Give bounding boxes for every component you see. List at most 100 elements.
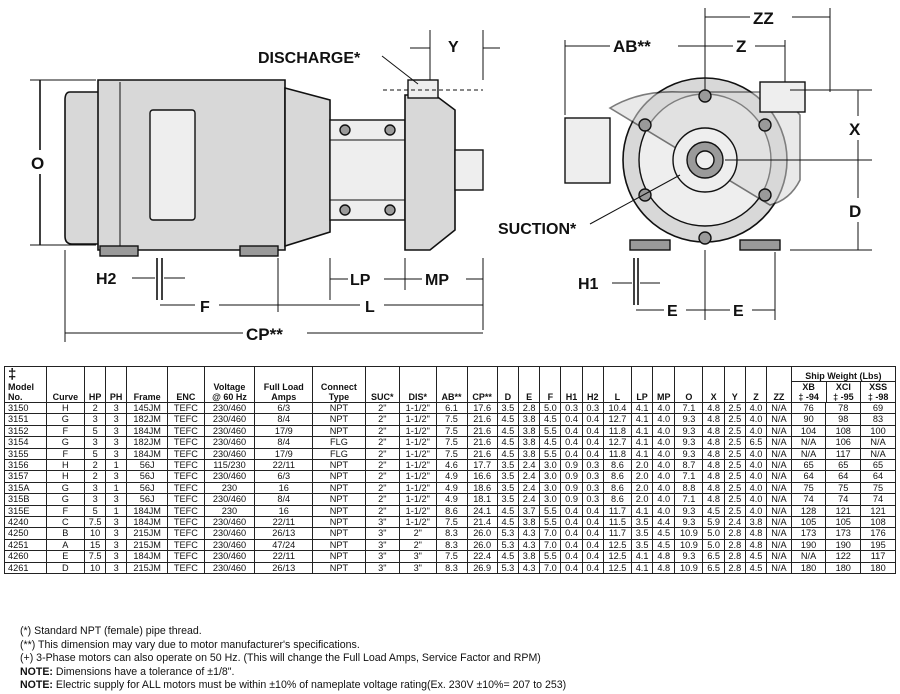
table-cell: NPT xyxy=(312,481,366,495)
table-cell: N/A xyxy=(790,550,827,563)
table-cell: 0.3 xyxy=(581,470,604,483)
table-cell: TEFC xyxy=(167,538,205,552)
table-cell: 12.5 xyxy=(602,538,632,552)
col-e: E xyxy=(517,366,541,403)
table-cell: 4.0 xyxy=(744,470,768,483)
table-cell: N/A xyxy=(860,447,896,461)
table-cell: A xyxy=(45,538,86,552)
col-h2: H2 xyxy=(581,366,604,403)
table-cell: 3.0 xyxy=(539,459,562,472)
table-cell: 0.4 xyxy=(581,561,604,575)
table-cell: 8.3 xyxy=(435,561,468,575)
table-cell: N/A xyxy=(766,424,792,438)
table-cell: 3" xyxy=(364,516,400,529)
table-cell: 4.5 xyxy=(496,447,520,461)
table-cell: 3.5 xyxy=(496,470,520,483)
table-cell: 9.3 xyxy=(674,550,704,563)
table-cell: 4.1 xyxy=(630,550,654,563)
table-cell: 6.5 xyxy=(702,550,725,563)
table-cell: 4.9 xyxy=(435,470,468,483)
table-cell: 3 xyxy=(105,413,128,426)
table-cell: 190 xyxy=(825,538,862,552)
table-cell: 2.8 xyxy=(517,401,541,415)
table-cell: 7.1 xyxy=(674,470,704,483)
dim-e-right-label: E xyxy=(733,303,744,320)
table-cell: 8.6 xyxy=(602,459,632,472)
table-cell: 2" xyxy=(364,504,400,518)
table-cell: 3.8 xyxy=(744,516,768,529)
table-cell: 0.9 xyxy=(560,470,583,483)
table-cell: G xyxy=(45,493,86,506)
table-cell: 0.4 xyxy=(581,413,604,426)
table-cell: 3 xyxy=(105,493,128,506)
table-cell: NPT xyxy=(312,561,366,575)
table-cell: 5.5 xyxy=(539,516,562,529)
table-cell: 47/24 xyxy=(254,538,314,552)
table-cell: 0.4 xyxy=(581,436,604,449)
table-cell: 2" xyxy=(364,493,400,506)
table-cell: 4.8 xyxy=(702,413,725,426)
table-cell: 230/460 xyxy=(203,436,256,449)
table-cell: 1-1/2" xyxy=(398,459,437,472)
table-cell: 12.7 xyxy=(602,413,632,426)
table-cell: 4.5 xyxy=(496,436,520,449)
table-cell: NPT xyxy=(312,527,366,540)
table-cell: 22.4 xyxy=(466,550,498,563)
table-cell: 184JM xyxy=(126,424,169,438)
col-cp: CP** xyxy=(466,366,498,403)
table-cell: 5.5 xyxy=(539,550,562,563)
table-cell: 4.1 xyxy=(630,413,654,426)
table-cell: 2.4 xyxy=(517,470,541,483)
table-cell: 8.3 xyxy=(435,538,468,552)
table-cell: 10.9 xyxy=(674,538,704,552)
table-cell: 108 xyxy=(825,424,862,438)
table-cell: 56J xyxy=(126,481,169,495)
table-cell: 230/460 xyxy=(203,550,256,563)
col-frame: Frame xyxy=(126,366,169,403)
col-enc: ENC xyxy=(167,366,205,403)
table-cell: 9.3 xyxy=(674,413,704,426)
table-cell: 3.5 xyxy=(496,481,520,495)
table-cell: 4.8 xyxy=(652,550,676,563)
table-cell: TEFC xyxy=(167,561,205,575)
table-cell: 1-1/2" xyxy=(398,481,437,495)
table-cell: 2" xyxy=(364,447,400,461)
table-cell: 2.5 xyxy=(723,447,746,461)
table-cell: 4.1 xyxy=(630,424,654,438)
table-cell: 3" xyxy=(398,550,437,563)
table-cell: 2.5 xyxy=(723,493,746,506)
col-o: O xyxy=(674,366,704,403)
table-cell: NPT xyxy=(312,538,366,552)
table-cell: 6/3 xyxy=(254,401,314,415)
pump-side-view xyxy=(64,79,484,257)
table-cell: 2.4 xyxy=(517,459,541,472)
table-cell: 3.0 xyxy=(539,493,562,506)
table-cell: 10.9 xyxy=(674,527,704,540)
table-cell: N/A xyxy=(766,550,792,563)
table-cell: 4250 xyxy=(4,527,47,540)
table-cell: 315A xyxy=(4,481,47,495)
table-cell: 5.3 xyxy=(496,561,520,575)
table-cell: 4.0 xyxy=(744,401,768,415)
table-cell: 2 xyxy=(84,459,107,472)
table-cell: 122 xyxy=(825,550,862,563)
col-h1: H1 xyxy=(560,366,583,403)
dim-ab-label: AB** xyxy=(613,37,651,56)
table-cell: 230 xyxy=(203,504,256,518)
table-cell: 3.0 xyxy=(539,470,562,483)
table-cell: 4.5 xyxy=(652,538,676,552)
col-voltage: Voltage@ 60 Hz xyxy=(203,366,256,403)
table-cell: 4.5 xyxy=(496,504,520,518)
table-cell: 182JM xyxy=(126,436,169,449)
table-cell: 17/9 xyxy=(254,424,314,438)
table-cell: 2.5 xyxy=(723,436,746,449)
table-cell: 3" xyxy=(364,527,400,540)
table-cell: H xyxy=(45,401,86,415)
dim-e-left-label: E xyxy=(667,303,678,320)
table-cell: N/A xyxy=(766,413,792,426)
table-cell: 5 xyxy=(84,504,107,518)
